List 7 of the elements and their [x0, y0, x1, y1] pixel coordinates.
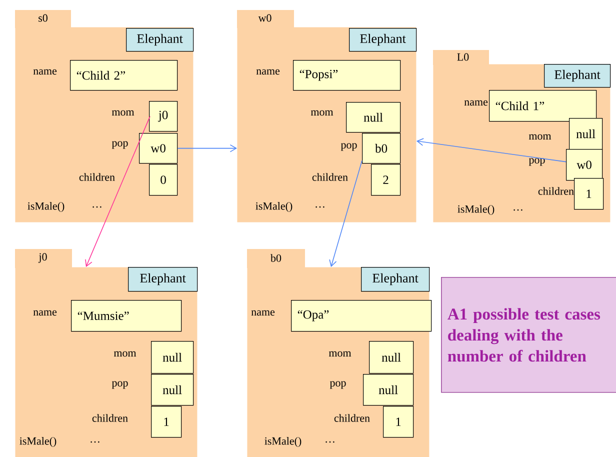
object-id: j0 [38, 253, 47, 263]
object-id: b0 [270, 254, 282, 262]
object-id: L0 [457, 53, 469, 61]
arrow [177, 144, 237, 152]
object-id: w0 [258, 14, 272, 22]
object-id: s0 [38, 14, 48, 22]
note-box: A1 possible test cases dealing with the number of children [441, 277, 616, 393]
